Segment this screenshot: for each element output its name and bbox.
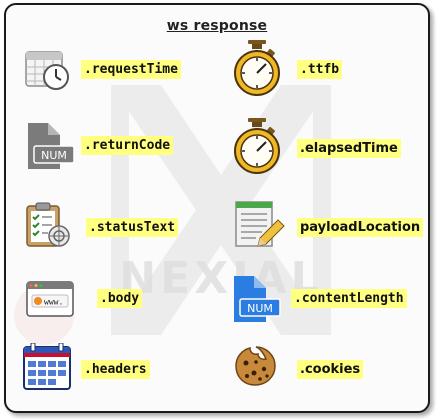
label-payload-location: payloadLocation — [297, 218, 424, 237]
ws-response-panel: NEXIAL ws response .requestTime .ttfb NU… — [4, 3, 430, 413]
panel-title: ws response — [166, 18, 268, 34]
calendar-clock-icon — [25, 51, 69, 90]
calendar-grid-icon — [23, 343, 71, 390]
web-window-icon: www. — [26, 281, 74, 317]
svg-text:NUM: NUM — [247, 302, 273, 315]
svg-text:www.: www. — [44, 298, 63, 307]
num-file-icon: NUM — [28, 123, 75, 169]
label-headers: .headers — [81, 360, 150, 379]
num-file-icon: NUM — [234, 276, 281, 322]
stopwatch-icon — [234, 40, 280, 96]
label-body: .body — [97, 289, 143, 308]
label-content-length: .contentLength — [291, 289, 407, 308]
label-request-time: .requestTime — [81, 60, 181, 79]
label-elapsed-time: .elapsedTime — [297, 139, 401, 158]
label-return-code: .returnCode — [81, 136, 174, 155]
label-ttfb: .ttfb — [297, 60, 343, 79]
label-cookies: .cookies — [297, 360, 364, 379]
clipboard-checklist-icon — [26, 202, 70, 247]
document-pencil-icon — [235, 201, 285, 247]
label-status-text: .statusText — [86, 218, 179, 237]
cookie-icon — [235, 346, 276, 386]
svg-text:NUM: NUM — [41, 149, 67, 162]
stopwatch-icon — [234, 118, 280, 174]
